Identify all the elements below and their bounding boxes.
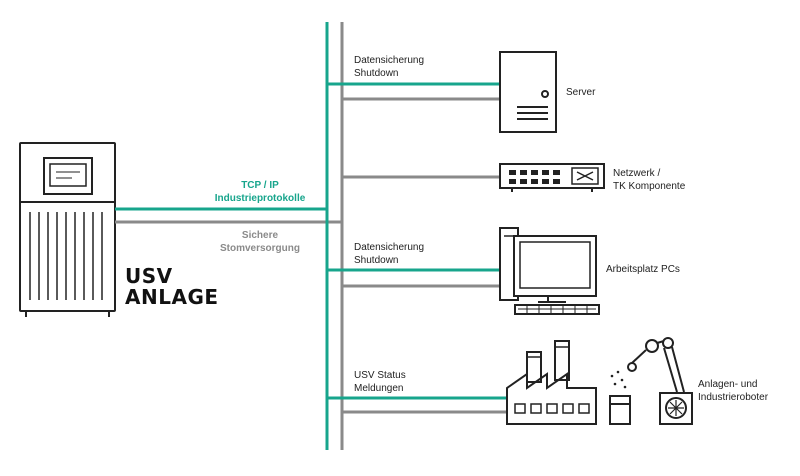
server-signal-line2: Shutdown (354, 68, 399, 79)
ups-title-line2: ANLAGE (125, 285, 219, 309)
server-signal-line1: Datensicherung (354, 55, 425, 66)
data-label-line2: Industrieprotokolle (214, 193, 306, 204)
factory-icon (506, 340, 597, 425)
data-label-line1: TCP / IP (241, 180, 279, 191)
power-label-line1: Sichere (241, 230, 279, 241)
ups-title-line1: USV (125, 264, 173, 288)
network-device-label-line1: Netzwerk / (613, 168, 661, 179)
industrial-robot-icon (609, 337, 693, 425)
server-icon (499, 51, 557, 133)
factory-signal-line2: Meldungen (354, 383, 404, 394)
workstation-pc-icon (499, 227, 600, 315)
workstation-device-label: Arbeitsplatz PCs (606, 264, 680, 275)
workstation-signal-line2: Shutdown (354, 255, 399, 266)
power-label-line2: Stomversorgung (219, 243, 300, 254)
workstation-signal-line1: Datensicherung (354, 242, 425, 253)
network-switch-icon (499, 163, 605, 192)
robot-device-label-line2: Industrieroboter (698, 392, 769, 403)
robot-device-label-line1: Anlagen- und (698, 379, 758, 390)
server-device-label: Server (566, 87, 596, 98)
ups-cabinet-icon (19, 142, 116, 317)
network-device-label-line2: TK Komponente (613, 181, 686, 192)
factory-signal-line1: USV Status (354, 370, 406, 381)
